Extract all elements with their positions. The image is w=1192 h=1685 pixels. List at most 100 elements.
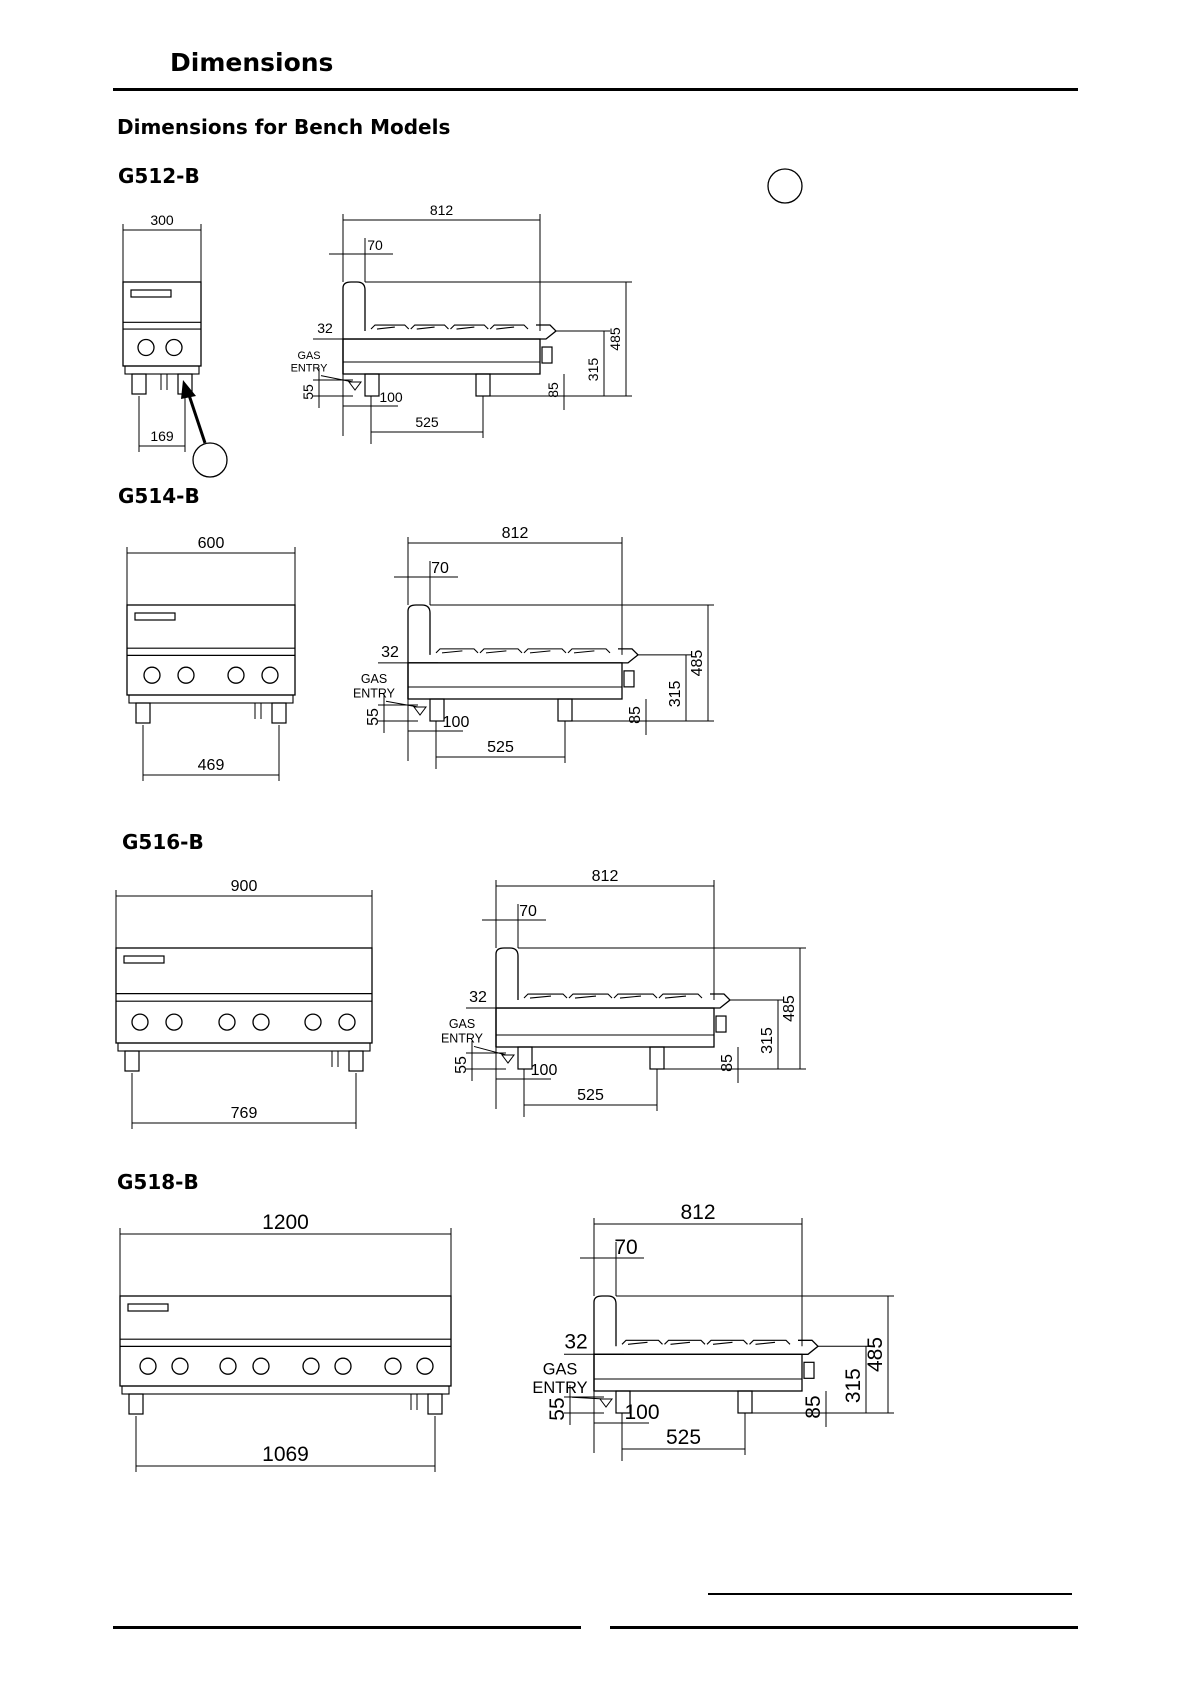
dim-label-height: 485 — [781, 995, 798, 1022]
dim-label-splash: 70 — [519, 903, 537, 920]
front-foot — [272, 703, 286, 723]
badge-plate — [128, 1304, 168, 1311]
dim-label-lip: 32 — [317, 320, 333, 336]
side-body — [594, 1354, 802, 1391]
gas-entry-label: ENTRY — [291, 363, 328, 375]
control-knob-icon — [417, 1358, 433, 1374]
dim-label-leg: 85 — [627, 706, 644, 724]
side-foot — [558, 699, 572, 721]
side-knob-icon — [716, 1016, 726, 1032]
grate-bar — [524, 994, 567, 998]
control-knob-icon — [138, 340, 154, 356]
gas-entry-label: ENTRY — [353, 686, 396, 700]
dim-label-feet: 769 — [231, 1105, 258, 1122]
grate-bar — [622, 1340, 663, 1344]
callout-circle — [193, 443, 227, 477]
front-base-rail — [129, 695, 293, 703]
control-knob-icon — [303, 1358, 319, 1374]
gas-entry-leader — [474, 1046, 506, 1055]
dim-label-depth: 812 — [430, 202, 454, 218]
badge-plate — [131, 290, 171, 297]
grate-bar — [490, 325, 528, 329]
side-splashback — [496, 948, 518, 1047]
side-top-edge — [408, 649, 638, 663]
side-body — [496, 1008, 714, 1047]
grate-bar — [659, 994, 702, 998]
grate-bar — [614, 994, 657, 998]
control-knob-icon — [335, 1358, 351, 1374]
dim-label-depth: 812 — [592, 868, 619, 885]
front-body — [120, 1296, 451, 1386]
dim-label-foot: 55 — [365, 708, 382, 726]
dim-label-feetspan: 525 — [666, 1426, 701, 1449]
front-body — [123, 282, 201, 366]
front-foot — [428, 1394, 442, 1414]
front-base-rail — [125, 366, 199, 374]
dim-label-body: 315 — [842, 1368, 865, 1403]
front-base-rail — [122, 1386, 449, 1394]
side-knob-icon — [624, 671, 634, 687]
side-splashback — [343, 282, 365, 374]
control-knob-icon — [253, 1014, 269, 1030]
footer-short-rule — [708, 1593, 1072, 1595]
dim-label-body: 315 — [667, 680, 684, 707]
control-knob-icon — [172, 1358, 188, 1374]
dim-label-splash: 70 — [431, 560, 449, 577]
grate-bar — [411, 325, 449, 329]
gas-entry-label: GAS — [543, 1360, 578, 1378]
badge-plate — [124, 956, 164, 963]
dim-label-feet: 469 — [198, 757, 225, 774]
grate-bar — [665, 1340, 706, 1344]
front-foot — [136, 703, 150, 723]
gas-entry-icon — [414, 707, 426, 715]
side-foot — [365, 374, 379, 396]
dim-label-width: 600 — [198, 535, 225, 552]
callout-circle — [768, 169, 802, 203]
side-knob-icon — [804, 1362, 814, 1378]
gas-entry-label: GAS — [361, 672, 387, 686]
control-knob-icon — [178, 667, 194, 683]
grate-bar — [524, 649, 566, 653]
control-knob-icon — [262, 667, 278, 683]
dim-label-body: 315 — [585, 358, 601, 382]
side-body — [343, 339, 540, 374]
dim-label-leg: 85 — [545, 382, 561, 398]
control-knob-icon — [144, 667, 160, 683]
gas-entry-leader — [321, 376, 353, 382]
grate-bar — [569, 994, 612, 998]
dim-label-lip: 32 — [381, 644, 399, 661]
callout-arrowhead — [181, 380, 196, 399]
front-body — [116, 948, 372, 1043]
front-base-rail — [118, 1043, 370, 1051]
gas-entry-leader — [386, 701, 418, 707]
grate-bar — [568, 649, 610, 653]
dim-label-splash: 70 — [367, 237, 383, 253]
gas-entry-label: GAS — [297, 350, 320, 362]
side-body — [408, 663, 622, 699]
dim-label-offset: 100 — [379, 389, 403, 405]
side-splashback — [408, 605, 430, 699]
dim-label-feet: 1069 — [262, 1443, 309, 1466]
side-top-edge — [343, 325, 556, 339]
dim-label-leg: 85 — [802, 1395, 825, 1418]
control-knob-icon — [385, 1358, 401, 1374]
dim-label-lip: 32 — [469, 989, 487, 1006]
badge-plate — [135, 613, 175, 620]
gas-entry-label: ENTRY — [532, 1379, 587, 1397]
side-top-edge — [594, 1340, 818, 1354]
dim-label-foot: 55 — [546, 1397, 569, 1420]
dim-label-width: 1200 — [262, 1211, 309, 1234]
gas-entry-icon — [600, 1399, 612, 1407]
callout-arrow — [188, 392, 205, 443]
control-knob-icon — [132, 1014, 148, 1030]
control-knob-icon — [140, 1358, 156, 1374]
grate-bar — [371, 325, 409, 329]
side-foot — [476, 374, 490, 396]
side-foot — [738, 1391, 752, 1413]
dim-label-width: 900 — [231, 878, 258, 895]
dim-label-feetspan: 525 — [415, 414, 439, 430]
gas-entry-icon — [349, 382, 361, 390]
control-knob-icon — [166, 340, 182, 356]
front-foot — [132, 374, 146, 394]
gas-entry-icon — [502, 1055, 514, 1063]
